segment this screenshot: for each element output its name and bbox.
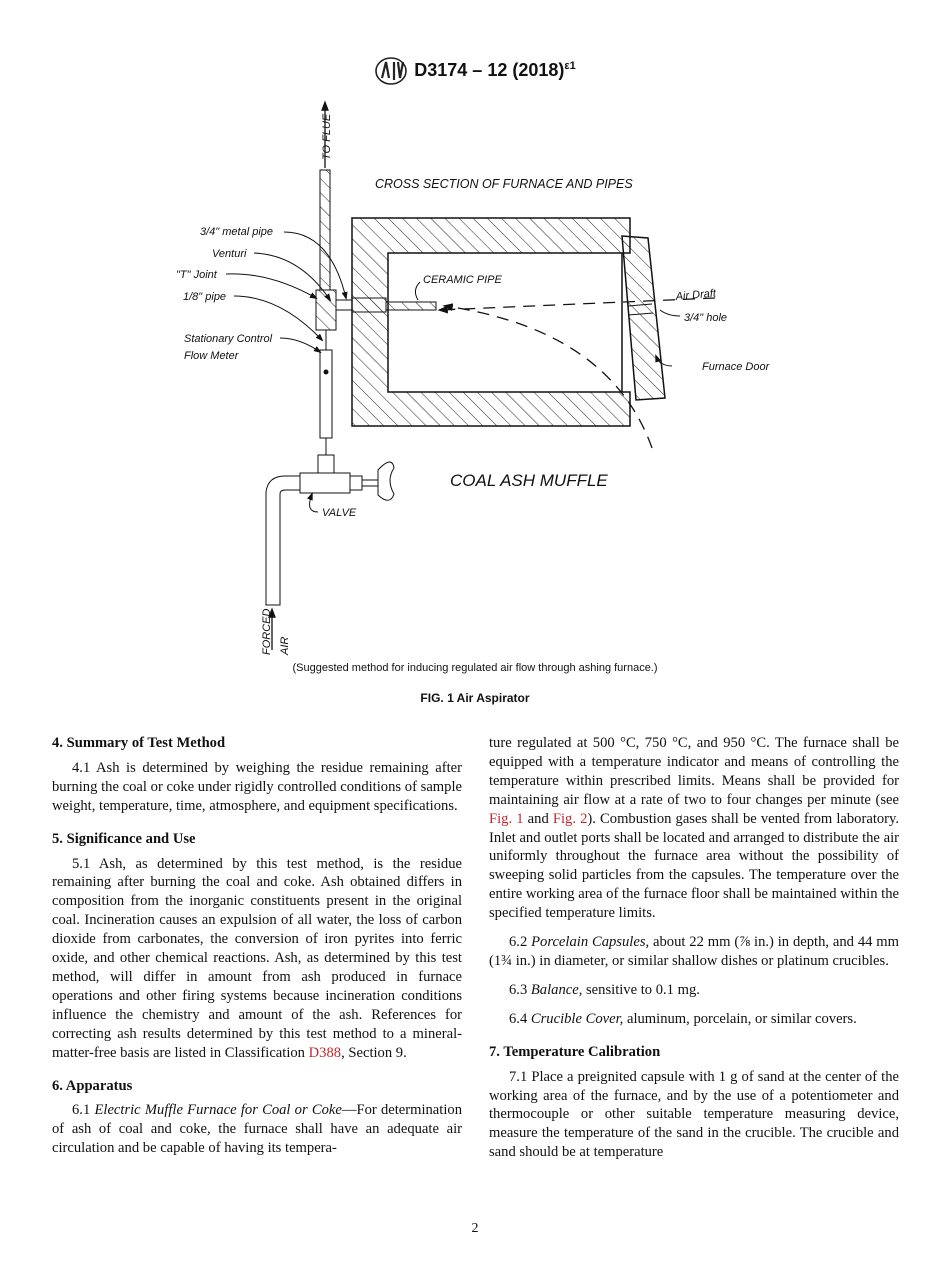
para-6-4: 6.4 Crucible Cover, aluminum, porcelain,…: [509, 1010, 857, 1027]
air-flow-arrows: [268, 297, 716, 650]
figure-caption: FIG. 1 Air Aspirator: [420, 691, 530, 705]
left-column: 4. Summary of Test Method 4.1 Ash is det…: [52, 734, 462, 1168]
label-eighth-pipe: 1/8" pipe: [183, 291, 226, 303]
label-forced: FORCED: [261, 609, 273, 656]
label-metal-pipe: 3/4" metal pipe: [200, 226, 273, 238]
furnace-cross-section: [351, 217, 666, 427]
leader-lines: [225, 231, 681, 513]
figure-note: (Suggested method for inducing regulated…: [292, 662, 658, 674]
link-fig-2[interactable]: Fig. 2: [552, 810, 588, 827]
label-valve: VALVE: [322, 507, 357, 519]
label-t-joint: "T" Joint: [176, 269, 218, 281]
page-header: D3174 – 12 (2018)ε1: [0, 56, 950, 86]
figure-title: CROSS SECTION OF FURNACE AND PIPES: [375, 177, 633, 191]
designation-superscript: ε1: [564, 59, 576, 72]
label-to-flue: TO FLUE: [321, 113, 333, 160]
label-ceramic-pipe: CERAMIC PIPE: [423, 274, 503, 286]
label-flow-meter-2: Flow Meter: [184, 350, 240, 362]
para-6-1-cont: ture regulated at 500 °C, 750 °C, and 95…: [489, 735, 900, 922]
figure-1-air-aspirator: TO FLUE CROSS SECTION OF FURNACE AND PIP…: [176, 100, 771, 656]
link-fig-1[interactable]: Fig. 1: [489, 810, 524, 827]
para-6-3: 6.3 Balance, sensitive to 0.1 mg.: [509, 981, 700, 998]
section-4-heading: 4. Summary of Test Method: [52, 735, 226, 751]
label-coal-ash-muffle: COAL ASH MUFFLE: [450, 471, 608, 490]
astm-logo: [375, 57, 408, 85]
right-column: ture regulated at 500 °C, 750 °C, and 95…: [489, 734, 899, 1172]
section-7-heading: 7. Temperature Calibration: [489, 1043, 661, 1060]
section-5-heading: 5. Significance and Use: [52, 830, 196, 847]
para-7-1: 7.1 Place a preignited capsule with 1 g …: [489, 1068, 899, 1161]
para-6-2: 6.2 Porcelain Capsules, about 22 mm (⅞ i…: [489, 934, 899, 969]
label-air: AIR: [279, 637, 291, 656]
flow-meter: [319, 349, 333, 439]
label-furnace-door: Furnace Door: [702, 361, 771, 373]
para-5-1: 5.1 Ash, as determined by this test meth…: [52, 855, 462, 1061]
link-d388[interactable]: D388: [308, 1044, 342, 1061]
label-flow-meter-1: Stationary Control: [184, 333, 273, 345]
label-air-draft: Air Draft: [674, 287, 717, 303]
furnace-door: [621, 235, 666, 401]
para-6-1: 6.1 Electric Muffle Furnace for Coal or …: [52, 1102, 462, 1157]
label-venturi: Venturi: [212, 248, 247, 260]
section-6-heading: 6. Apparatus: [52, 1077, 133, 1094]
designation: D3174 – 12 (2018): [414, 59, 565, 80]
page-number: 2: [471, 1221, 479, 1236]
para-4-1: 4.1 Ash is determined by weighing the re…: [52, 759, 462, 814]
label-hole: 3/4" hole: [684, 312, 727, 324]
valve-handle: [377, 461, 395, 501]
